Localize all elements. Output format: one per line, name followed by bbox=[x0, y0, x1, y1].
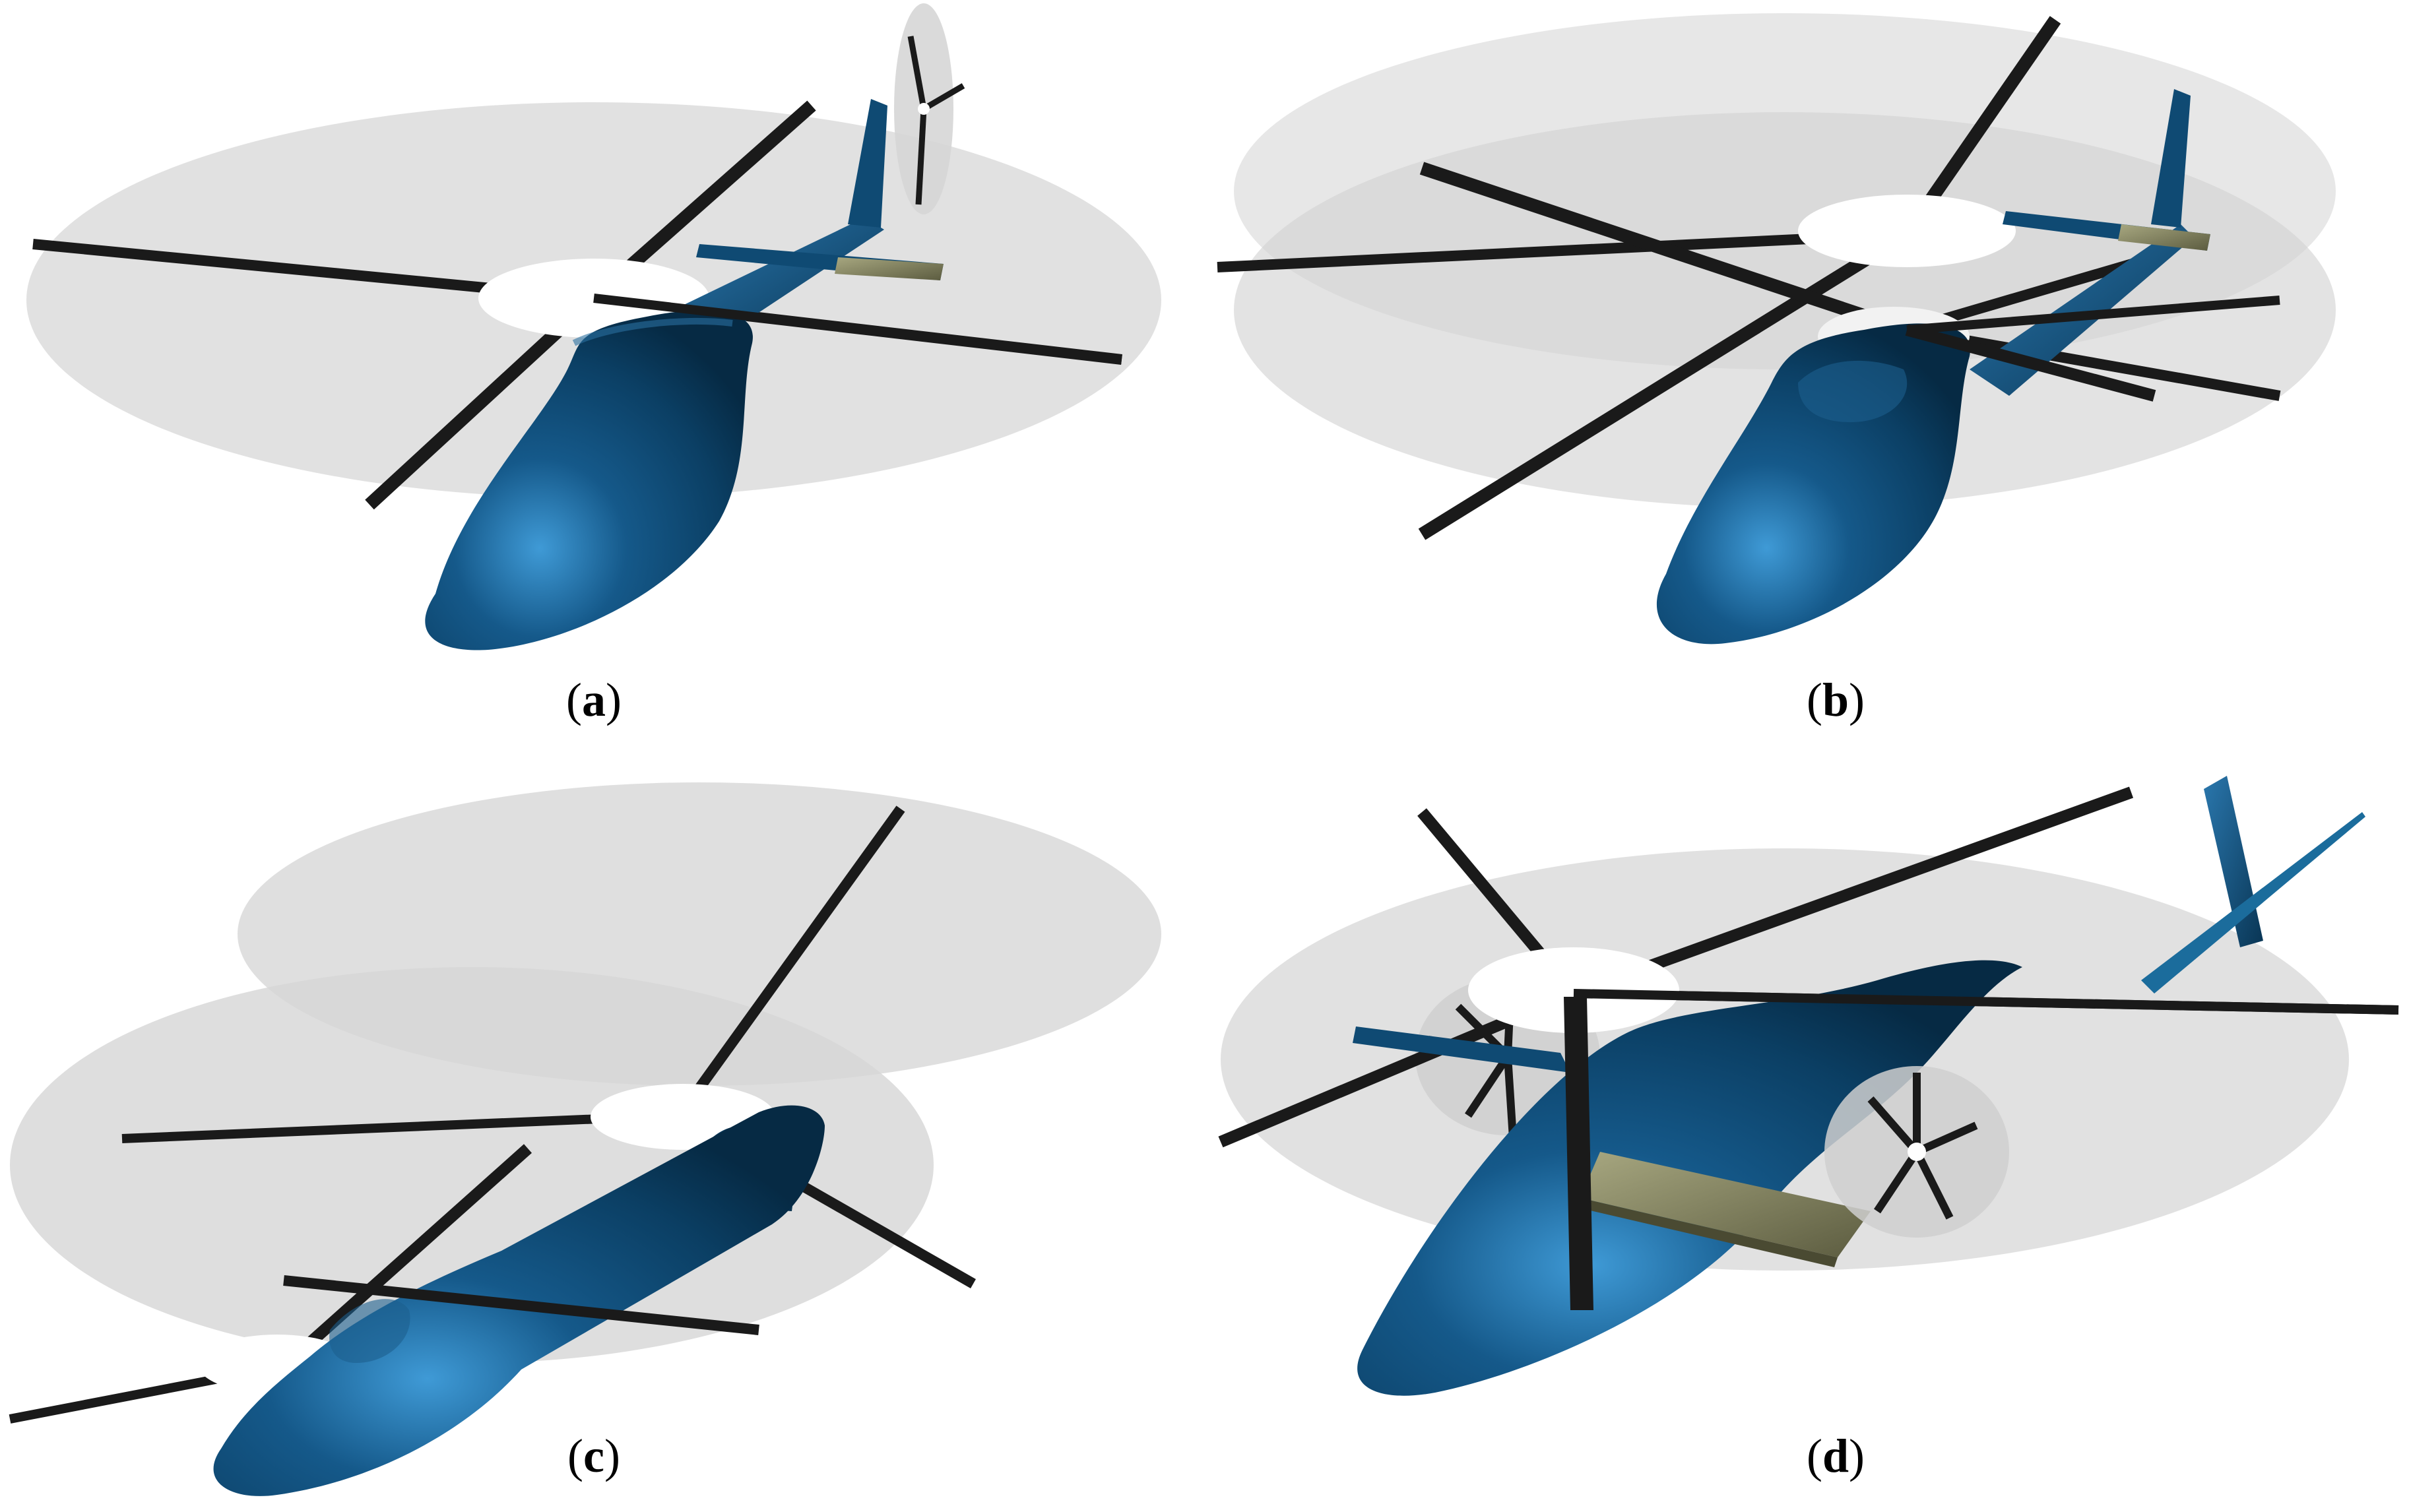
fuselage bbox=[425, 310, 753, 650]
main-rotor-blade-front bbox=[1564, 997, 1593, 1310]
right-wing bbox=[1580, 1152, 1871, 1257]
helicopter-compound-drawing bbox=[1218, 776, 2399, 1396]
front-rotor-blade-front bbox=[283, 1275, 759, 1335]
fuselage-top-ridge bbox=[572, 317, 733, 346]
right-wing-edge bbox=[1579, 1198, 1838, 1267]
main-rotor-blade-front bbox=[593, 294, 1122, 364]
right-propeller-hub bbox=[1908, 1143, 1926, 1161]
tail-spike bbox=[2141, 812, 2365, 993]
lower-rotor-blade-aft bbox=[1906, 296, 2280, 334]
left-stub-wing bbox=[1353, 1026, 1570, 1073]
stabilizer-tip bbox=[835, 257, 944, 280]
main-rotor-blade-aft bbox=[1573, 989, 2399, 1015]
panel-b: (b) bbox=[1204, 0, 2408, 756]
tail-boom bbox=[1970, 224, 2194, 396]
stabilizer-tip bbox=[2118, 224, 2210, 251]
panel-d: (d) bbox=[1204, 756, 2408, 1512]
panel-caption-d: (d) bbox=[1806, 1430, 1865, 1482]
vertical-fin bbox=[2151, 89, 2191, 228]
tail-rotor-hub bbox=[918, 103, 930, 115]
vertical-fin bbox=[848, 99, 887, 228]
panel-a: (a) bbox=[0, 0, 1204, 756]
helicopter-single-rotor-drawing bbox=[26, 3, 1161, 650]
upper-rotor-hub bbox=[1798, 195, 2016, 267]
helicopter-tandem-drawing bbox=[9, 782, 1161, 1496]
main-rotor-hub bbox=[1468, 947, 1679, 1033]
panel-c: (c) bbox=[0, 756, 1204, 1512]
panel-caption-a: (a) bbox=[566, 674, 622, 726]
cockpit-detail bbox=[329, 1299, 410, 1363]
helicopter-coaxial-drawing bbox=[1217, 13, 2336, 645]
right-propeller-blades bbox=[1867, 1073, 1978, 1220]
panel-caption-b: (b) bbox=[1806, 674, 1865, 726]
cockpit-detail bbox=[1798, 360, 1908, 422]
lower-rotor-blade-front bbox=[1905, 324, 2156, 402]
panel-caption-c: (c) bbox=[567, 1430, 620, 1482]
tail-rotor-blades bbox=[907, 36, 965, 205]
